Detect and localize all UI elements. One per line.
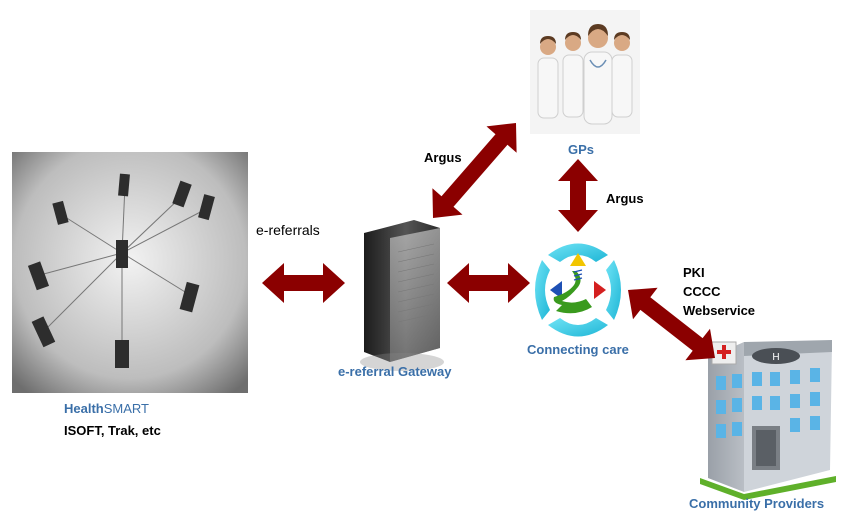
arrow-shape	[447, 263, 530, 303]
server-tower-icon	[360, 220, 444, 371]
healthsmart-name-bold: Health	[64, 401, 104, 416]
cc-community-line-1: PKI	[683, 265, 705, 280]
arrow-shape	[262, 263, 345, 303]
arrow-connecting-care-community	[628, 287, 715, 361]
argus-label-gateway-gps: Argus	[424, 150, 462, 165]
svg-text:H: H	[772, 352, 779, 363]
arrow-gps-connecting-care	[558, 159, 598, 232]
e-referrals-label: e-referrals	[256, 222, 320, 238]
connecting-care-label: Connecting care	[527, 342, 629, 357]
arrow-healthsmart-gateway	[262, 263, 345, 303]
arrow-gateway-connecting-care	[447, 263, 530, 303]
community-providers-label: Community Providers	[689, 496, 825, 511]
connecting-care-logo-icon	[535, 243, 621, 337]
arrow-gateway-gps	[432, 123, 517, 218]
cc-community-line-3: Webservice	[683, 303, 756, 318]
arrow-shape	[558, 159, 598, 232]
doctors-group-icon	[530, 10, 640, 134]
gps-label: GPs	[568, 142, 595, 157]
gateway-label: e-referral Gateway	[338, 364, 452, 379]
arrow-shape	[628, 287, 715, 361]
hospital-building-icon: H	[700, 340, 836, 500]
network-diagram-icon	[12, 152, 248, 393]
argus-label-gps-cc: Argus	[606, 191, 644, 206]
arrow-shape	[432, 123, 517, 218]
healthsmart-name-rest: SMART	[103, 401, 149, 416]
healthsmart-name: HealthSMART	[64, 401, 149, 416]
healthsmart-sub: ISOFT, Trak, etc	[64, 423, 161, 438]
cc-community-line-2: CCCC	[683, 284, 721, 299]
